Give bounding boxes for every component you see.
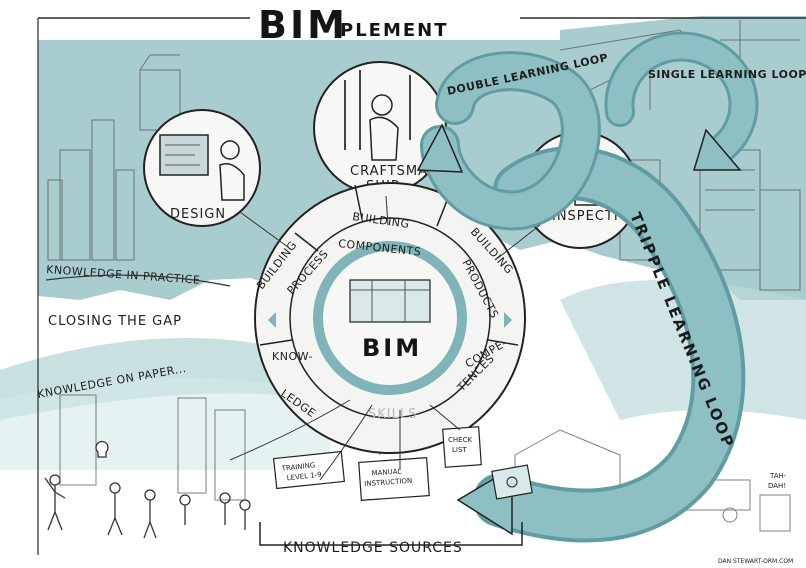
tablet-icon [491, 464, 533, 500]
manual-label-1: MANUAL [371, 467, 401, 477]
training-card [272, 450, 346, 490]
signature: DAN STEWART-ORM.COM [718, 558, 793, 565]
tah-dah-label-2: DAH! [768, 482, 786, 490]
title-main: BIM [258, 3, 348, 47]
training-label-1: TRAINING [280, 461, 315, 473]
design-scene: DESIGN [143, 109, 261, 227]
wheel-center-bim: BIM [362, 334, 422, 362]
double-loop-arrowhead [416, 123, 464, 173]
checklist-label-1: CHECK [448, 436, 472, 444]
knowledge-sources-label: KNOWLEDGE SOURCES [283, 540, 463, 556]
single-loop-label: SINGLE LEARNING LOOP [648, 68, 806, 81]
craftsmanship-label-1: CRAFTSMAN [350, 164, 439, 179]
connector-lines [229, 195, 541, 481]
knowledge-sources: TRAINING LEVEL 1-9 MANUAL INSTRUCTION CH… [259, 426, 787, 556]
tah-dah-label-1: TAH- [769, 472, 787, 480]
manual-card [358, 457, 430, 501]
people-figures [44, 440, 251, 539]
design-label: DESIGN [170, 207, 226, 222]
training-label-2: LEVEL 1-9 [286, 471, 322, 483]
building-model-icon [349, 279, 431, 323]
single-loop-arrowhead [692, 128, 742, 171]
segment-skills: SKILLS [368, 407, 417, 422]
manual-label-2: INSTRUCTION [364, 477, 412, 488]
single-learning-loop: SINGLE LEARNING LOOP [604, 31, 806, 171]
segment-knowledge-1: KNOW- [272, 350, 313, 363]
title-suffix: PLEMENT [340, 20, 449, 41]
checklist-label-2: LIST [452, 446, 467, 454]
craftsmanship-scene: CRAFTSMAN SHIP [313, 61, 447, 195]
title-block: BIM PLEMENT [37, 3, 806, 555]
closing-the-gap: CLOSING THE GAP [48, 314, 182, 329]
lightbulb-icon [95, 440, 109, 458]
central-wheel: BIM BUILDING PROCESS BUILDING COMPONENTS… [254, 182, 526, 454]
checklist-card [442, 426, 482, 468]
